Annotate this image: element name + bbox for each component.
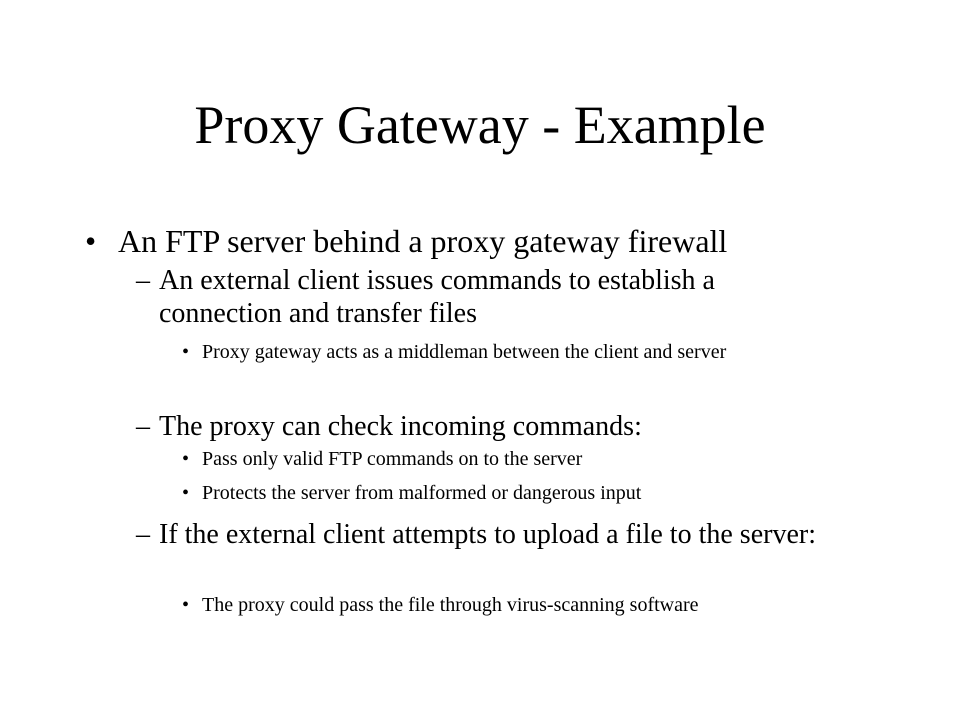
list-item-text: An external client issues commands to es… bbox=[159, 265, 715, 329]
dash-icon: – bbox=[136, 519, 150, 550]
dash-icon: – bbox=[136, 411, 150, 442]
bullet-icon: • bbox=[182, 341, 190, 363]
bullet-icon: • bbox=[182, 594, 190, 616]
list-item-text: Pass only valid FTP commands on to the s… bbox=[202, 448, 583, 470]
bullet-icon: • bbox=[182, 482, 190, 504]
list-item-text: Proxy gateway acts as a middleman betwee… bbox=[202, 341, 727, 363]
slide-title: Proxy Gateway - Example bbox=[194, 95, 766, 155]
list-item-text: If the external client attempts to uploa… bbox=[159, 519, 816, 550]
bullet-icon: • bbox=[85, 223, 97, 259]
bullet-icon: • bbox=[182, 448, 190, 470]
dash-icon: – bbox=[136, 265, 150, 296]
list-item-text: An FTP server behind a proxy gateway fir… bbox=[118, 223, 728, 259]
list-item-text: The proxy can check incoming commands: bbox=[159, 411, 642, 442]
list-item-text: The proxy could pass the file through vi… bbox=[202, 594, 699, 616]
list-item-text: Protects the server from malformed or da… bbox=[202, 482, 642, 504]
